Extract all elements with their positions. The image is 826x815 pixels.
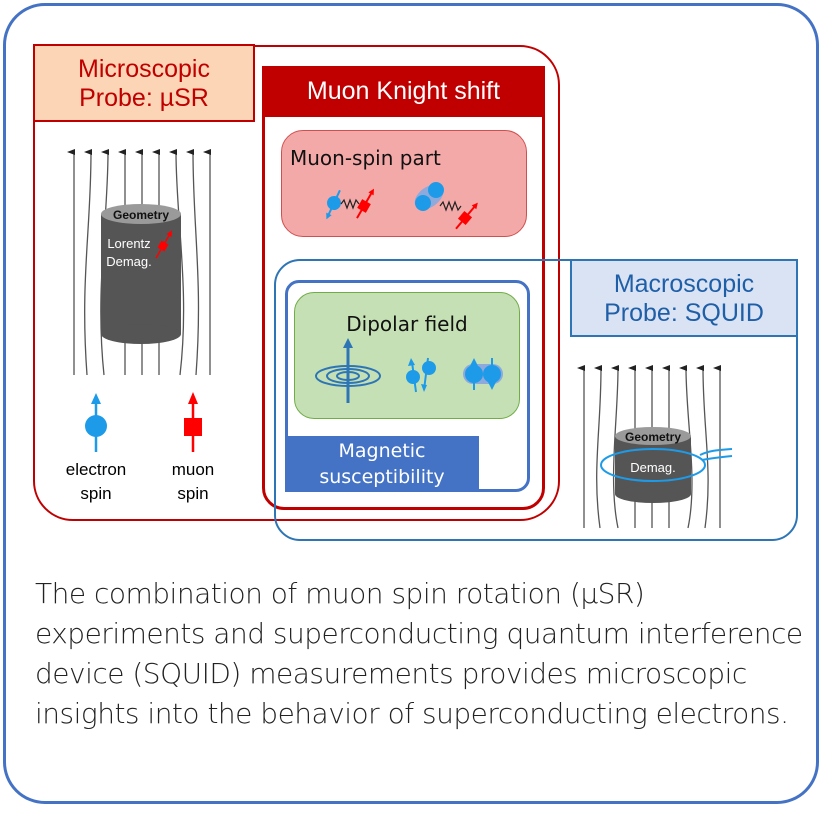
outer-frame	[3, 3, 819, 804]
macroscopic-probe-label-line1: Macroscopic	[613, 270, 755, 298]
microscopic-probe-label-line2: Probe: µSR	[79, 84, 209, 112]
macroscopic-probe-region	[274, 259, 798, 541]
spin-pair-icon	[463, 358, 503, 390]
sample-left-top-label: Geometry	[113, 208, 169, 222]
magnetic-susceptibility-label-line1: Magnetic	[338, 440, 426, 462]
magnetic-susceptibility-label-line2: susceptibility	[319, 466, 445, 488]
sample-cylinder-right	[615, 427, 691, 503]
dipolar-field-box	[294, 292, 520, 419]
electron-pair-muon-coupling-icon	[414, 182, 478, 230]
sample-left-body-line1: Lorentz	[107, 236, 150, 251]
muon-spin-icon-small	[155, 230, 172, 259]
dipole-field-rings-icon	[315, 338, 381, 403]
sample-right-top-label: Geometry	[625, 430, 681, 444]
macroscopic-probe-label-line2: Probe: SQUID	[604, 299, 764, 327]
macroscopic-probe-label: Macroscopic Probe: SQUID	[570, 259, 798, 337]
microscopic-probe-label-line1: Microscopic	[78, 55, 210, 83]
caption-text: The combination of muon spin rotation (μ…	[35, 577, 803, 730]
muon-spin-icon	[184, 392, 202, 452]
muon-spin-part-box	[281, 130, 527, 237]
sample-left-body-line2: Demag.	[106, 254, 152, 269]
dipolar-field-title: Dipolar field	[346, 312, 468, 336]
muon-knight-shift-label: Muon Knight shift	[262, 66, 545, 117]
electron-muon-coupling-icon	[326, 188, 374, 220]
antiparallel-spins-icon	[406, 357, 436, 393]
muon-spin-label-line1: muon	[172, 460, 215, 479]
electron-spin-label-line2: spin	[80, 484, 111, 503]
squid-pickup-coil-icon	[600, 448, 733, 482]
sample-cylinder-left	[101, 204, 181, 344]
microscopic-probe-label: Microscopic Probe: µSR	[33, 44, 255, 122]
electron-spin-icon	[85, 393, 107, 452]
magnetic-susceptibility-label: Magnetic susceptibility	[285, 436, 479, 492]
muon-spin-part-title: Muon-spin part	[290, 146, 441, 170]
electron-spin-label-line1: electron	[66, 460, 126, 479]
sample-right-body-label: Demag.	[630, 460, 676, 475]
muon-spin-label-line2: spin	[177, 484, 208, 503]
